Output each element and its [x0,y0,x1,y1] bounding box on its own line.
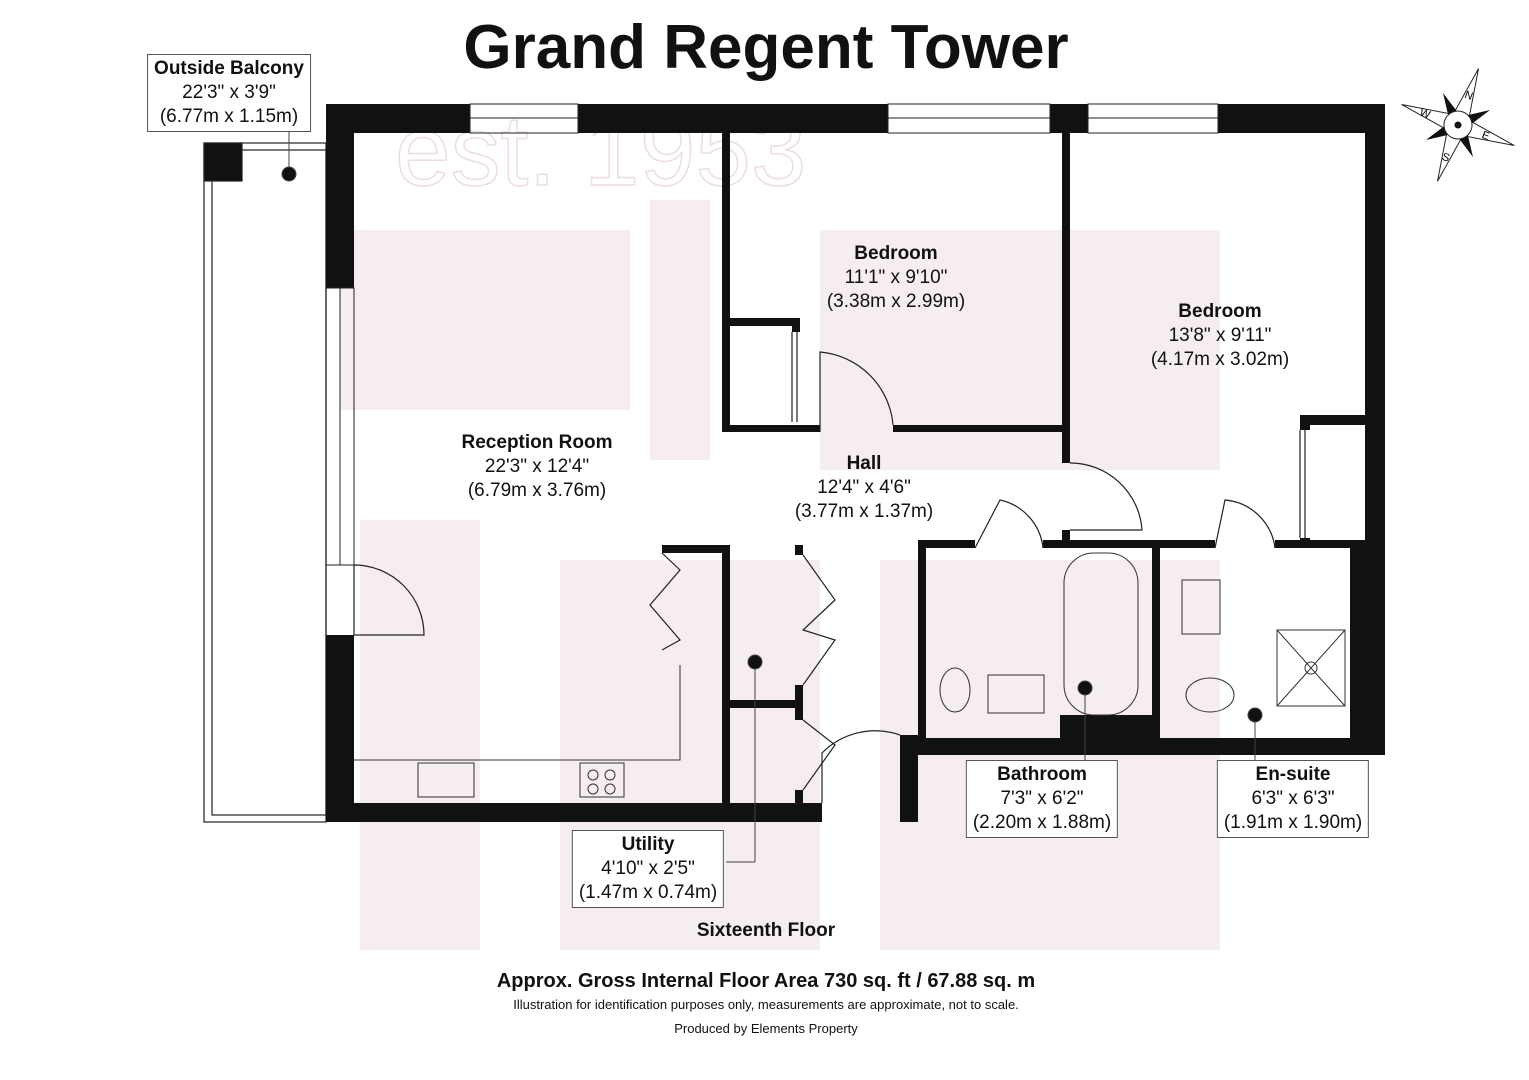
walls [326,104,1385,822]
room-imperial: 12'4" x 4'6" [817,477,911,498]
floor-label: Sixteenth Floor [696,920,836,941]
ensuite-basin-icon [1181,579,1221,635]
floor-area: Approx. Gross Internal Floor Area 730 sq… [496,970,1036,992]
label-hall: Hall 12'4" x 4'6" (3.77m x 1.37m) [795,452,933,524]
label-bedroom-1: Bedroom 11'1" x 9'10" (3.38m x 2.99m) [827,242,965,314]
room-imperial: 6'3" x 6'3" [1251,788,1335,809]
room-name: Hall [846,453,882,474]
room-imperial: 7'3" x 6'2" [1000,788,1084,809]
fixtures [354,552,1346,798]
label-bathroom: Bathroom 7'3" x 6'2" (2.20m x 1.88m) [965,760,1119,838]
room-metric: (6.79m x 3.76m) [467,480,607,501]
room-imperial: 13'8" x 9'11" [1168,325,1272,346]
page-title: Grand Regent Tower [463,13,1069,82]
basin-icon [987,674,1045,714]
hob-icon [579,762,625,798]
room-metric: (4.17m x 3.02m) [1150,349,1290,370]
shower-icon [1276,629,1346,707]
room-name: Utility [621,834,675,855]
room-name: Bathroom [997,764,1087,785]
room-name: Outside Balcony [154,58,304,79]
sink-icon [417,762,475,798]
room-metric: (3.77m x 1.37m) [794,501,934,522]
compass-s: S [1440,151,1451,165]
label-pointers [281,130,1263,863]
label-utility: Utility 4'10" x 2'5" (1.47m x 0.74m) [571,830,725,908]
label-ensuite: En-suite 6'3" x 6'3" (1.91m x 1.90m) [1216,760,1370,838]
room-imperial: 4'10" x 2'5" [601,858,695,879]
ensuite-toilet-icon [1185,677,1235,713]
room-name: Bedroom [1178,301,1262,322]
room-metric: (2.20m x 1.88m) [972,812,1112,833]
balcony [203,142,327,823]
room-name: Bedroom [854,243,938,264]
label-balcony: Outside Balcony 22'3" x 3'9" (6.77m x 1.… [147,54,311,132]
bath-icon [1063,552,1139,716]
doors [353,332,1306,803]
compass-w: W [1418,107,1432,122]
label-bedroom-2: Bedroom 13'8" x 9'11" (4.17m x 3.02m) [1151,300,1289,372]
room-imperial: 22'3" x 12'4" [484,456,590,477]
label-reception: Reception Room 22'3" x 12'4" (6.79m x 3.… [462,431,613,503]
room-metric: (1.91m x 1.90m) [1223,812,1363,833]
compass: N S W E [1401,68,1515,182]
toilet-icon [939,667,971,713]
compass-e: E [1480,129,1491,143]
room-imperial: 11'1" x 9'10" [844,267,948,288]
disclaimer: Illustration for identification purposes… [513,997,1019,1012]
room-imperial: 22'3" x 3'9" [182,82,276,103]
room-metric: (3.38m x 2.99m) [826,291,966,312]
credit: Produced by Elements Property [674,1021,858,1036]
windows [325,103,1219,566]
room-metric: (6.77m x 1.15m) [159,106,299,127]
room-metric: (1.47m x 0.74m) [578,882,718,903]
compass-n: N [1463,89,1475,103]
room-name: Reception Room [461,432,613,453]
room-name: En-suite [1255,764,1331,785]
